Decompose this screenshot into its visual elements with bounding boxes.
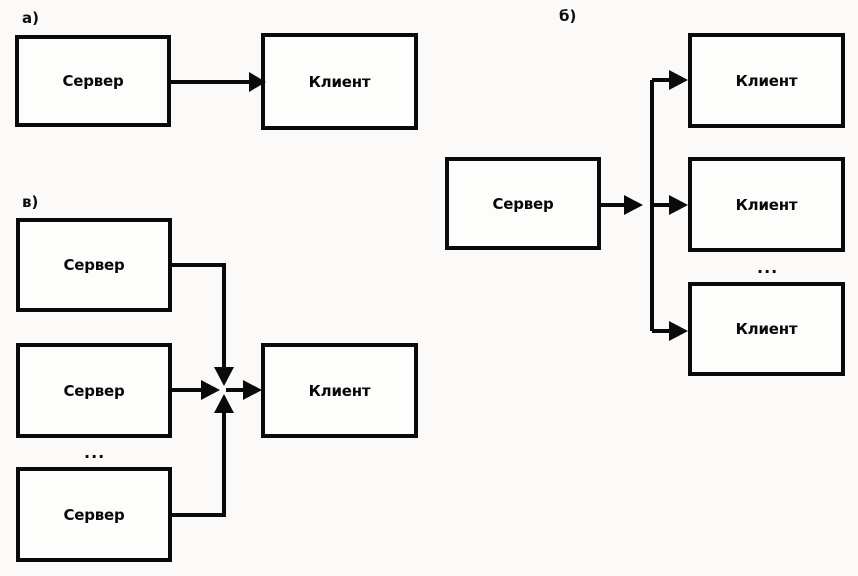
panel-label-a: а)	[22, 9, 39, 27]
node-a-server: Сервер	[15, 35, 171, 127]
edge-v-junction-to-client	[226, 380, 262, 400]
edge-v-server-3-to-junction	[172, 394, 234, 517]
node-a-client-label: Клиент	[308, 72, 371, 91]
edge-v-server-2-to-junction	[172, 380, 220, 400]
edge-b-server-to-bus	[601, 195, 643, 215]
node-b-client-2-label: Клиент	[735, 195, 798, 214]
edge-b-bus-to-client-3	[652, 321, 688, 341]
node-v-server-3: Сервер	[16, 467, 172, 562]
node-v-server-1: Сервер	[16, 218, 172, 312]
node-b-server: Сервер	[445, 157, 601, 250]
node-b-client-3-label: Клиент	[735, 320, 798, 338]
node-b-client-2: Клиент	[688, 157, 845, 252]
ellipsis-v: ...	[84, 443, 106, 462]
panel-label-b: б)	[559, 7, 577, 25]
edge-b-bus-to-client-2	[652, 195, 688, 215]
node-v-client-label: Клиент	[308, 381, 371, 400]
node-b-client-3: Клиент	[688, 282, 845, 376]
edge-v-server-1-to-junction	[172, 263, 234, 386]
node-v-client: Клиент	[261, 343, 418, 438]
panel-label-v: в)	[22, 193, 39, 211]
node-b-server-label: Сервер	[492, 194, 554, 213]
ellipsis-b: ...	[757, 258, 779, 277]
node-a-server-label: Сервер	[62, 72, 124, 90]
node-b-client-1: Клиент	[688, 33, 845, 128]
node-b-client-1-label: Клиент	[735, 71, 798, 90]
node-v-server-2: Сервер	[16, 343, 172, 438]
edge-b-bus-to-client-1	[652, 70, 688, 90]
node-v-server-2-label: Сервер	[63, 381, 125, 400]
node-a-client: Клиент	[261, 33, 418, 130]
node-v-server-3-label: Сервер	[63, 505, 125, 524]
node-v-server-1-label: Сервер	[63, 256, 125, 274]
edge-a-server-to-client	[171, 72, 266, 92]
